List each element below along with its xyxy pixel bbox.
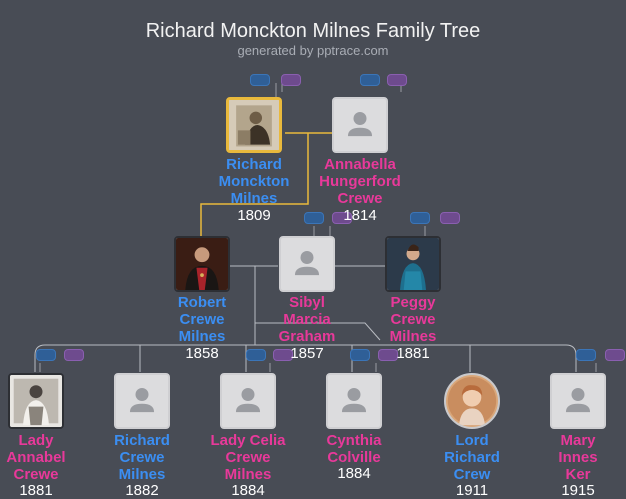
button-stems xyxy=(39,83,597,372)
expand-parents-button[interactable] xyxy=(246,349,266,361)
birth-year: 1858 xyxy=(185,345,219,362)
expand-siblings-button[interactable] xyxy=(281,74,301,86)
placeholder-avatar[interactable] xyxy=(279,236,335,292)
birth-year: 1881 xyxy=(396,345,430,362)
birth-year: 1884 xyxy=(337,465,371,482)
birth-year: 1814 xyxy=(343,207,377,224)
descent-line-gen1 xyxy=(200,133,309,236)
birth-year: 1911 xyxy=(455,482,489,499)
birth-year: 1857 xyxy=(290,345,324,362)
expand-parents-button[interactable] xyxy=(250,74,270,86)
expand-parents-button[interactable] xyxy=(36,349,56,361)
expand-parents-button[interactable] xyxy=(350,349,370,361)
expand-parents-button[interactable] xyxy=(576,349,596,361)
expand-siblings-button[interactable] xyxy=(605,349,625,361)
portrait-photo[interactable] xyxy=(174,236,230,292)
expand-parents-button[interactable] xyxy=(410,212,430,224)
portrait-photo[interactable] xyxy=(8,373,64,429)
page-subtitle: generated by pptrace.com xyxy=(237,43,389,58)
birth-year: 1809 xyxy=(237,207,271,224)
placeholder-avatar[interactable] xyxy=(220,373,276,429)
portrait-photo[interactable] xyxy=(444,373,500,429)
placeholder-avatar[interactable] xyxy=(326,373,382,429)
placeholder-avatar[interactable] xyxy=(114,373,170,429)
expand-siblings-button[interactable] xyxy=(64,349,84,361)
portrait-photo[interactable] xyxy=(226,97,282,153)
portrait-photo[interactable] xyxy=(385,236,441,292)
birth-year: 1882 xyxy=(125,482,159,499)
birth-year: 1884 xyxy=(231,482,265,499)
expand-siblings-button[interactable] xyxy=(440,212,460,224)
expand-parents-button[interactable] xyxy=(304,212,324,224)
expand-siblings-button[interactable] xyxy=(387,74,407,86)
birth-year: 1881 xyxy=(19,482,53,499)
expand-siblings-button[interactable] xyxy=(378,349,398,361)
placeholder-avatar[interactable] xyxy=(550,373,606,429)
expand-parents-button[interactable] xyxy=(360,74,380,86)
descent-line-gen2 xyxy=(254,266,381,345)
page-title: Richard Monckton Milnes Family Tree xyxy=(145,20,481,42)
expand-siblings-button[interactable] xyxy=(332,212,352,224)
birth-year: 1915 xyxy=(561,482,595,499)
placeholder-avatar[interactable] xyxy=(332,97,388,153)
expand-siblings-button[interactable] xyxy=(273,349,293,361)
